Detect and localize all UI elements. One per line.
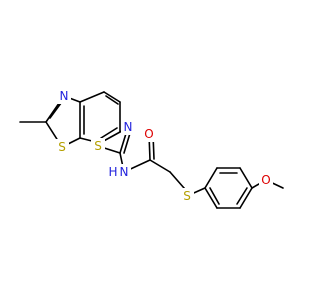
bond-ar1-ar2 <box>204 167 218 189</box>
atom-o-carbonyl: O <box>142 126 156 142</box>
atom-n-thiazole-right: N <box>121 119 135 135</box>
bond-ar4-ar5 <box>239 187 253 209</box>
atom-n-amide: N <box>117 164 131 180</box>
atom-s-thiazole-right: S <box>91 138 105 154</box>
bond-ar6-ar1 <box>204 187 218 209</box>
atom-o-carbonyl-label: O <box>144 127 153 141</box>
atom-s-thioether: S <box>180 188 194 204</box>
atom-o-methoxy: O <box>259 172 273 188</box>
bond-c6-c7-inner <box>100 127 118 139</box>
bond-c4-c5 <box>103 91 121 103</box>
atom-s-thiazole-right-label: S <box>94 139 102 153</box>
molecule-structure: N S N S N H O S <box>19 88 284 209</box>
bond-ar6-ar1-inner <box>209 187 220 205</box>
atom-h-amide: H <box>107 164 119 180</box>
atom-n-amide-label: N <box>120 165 129 179</box>
bond-c3a-c4 <box>79 91 105 103</box>
atom-s-thiazole-left: S <box>55 139 69 155</box>
bond-c4-c5-inner <box>105 95 119 105</box>
bond-c-carbonyl-ch2a <box>149 159 171 173</box>
bond-ch2a-ch2b <box>169 171 185 189</box>
atom-n-thiazole-left: N <box>57 88 71 104</box>
bond-ar4-ar5-inner <box>236 187 248 205</box>
atom-h-amide-label: H <box>108 165 117 179</box>
atom-label-layer: N S N S N H O S <box>55 88 273 204</box>
atom-s-thioether-label: S <box>183 189 191 203</box>
bond-ar3-ar4 <box>239 167 253 189</box>
atom-o-methoxy-label: O <box>261 173 270 187</box>
atom-n-thiazole-left-label: N <box>60 89 69 103</box>
atom-n-thiazole-right-label: N <box>124 120 133 134</box>
atom-s-thiazole-left-label: S <box>58 140 66 154</box>
